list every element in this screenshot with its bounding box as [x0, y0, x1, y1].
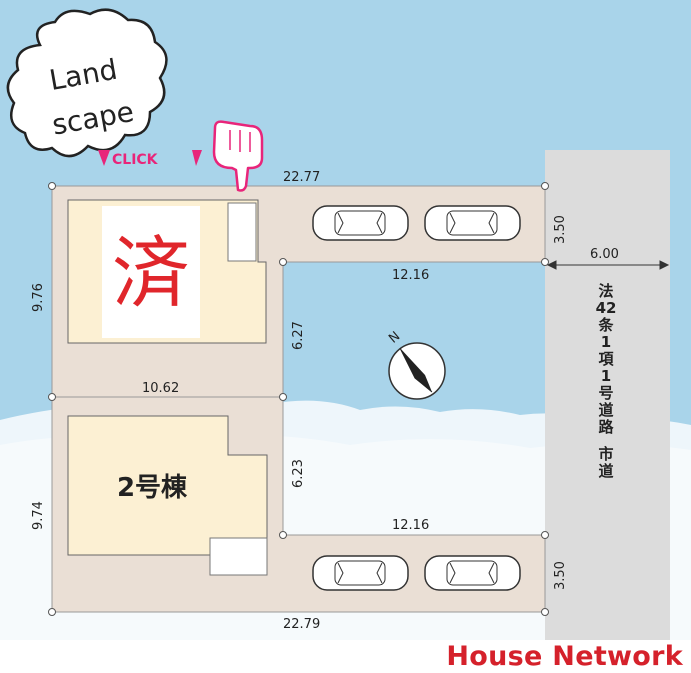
- road-label-char: 1: [601, 333, 611, 351]
- road-label-char: 項: [598, 350, 614, 368]
- car-icon: [424, 205, 521, 241]
- dim-lower-left-depth: 9.74: [31, 501, 46, 530]
- road-label-char: 市: [598, 445, 613, 463]
- click-label: CLICK: [112, 152, 159, 168]
- dim-bottom-width: 22.79: [283, 617, 320, 632]
- dim-upper-inner-width: 12.16: [392, 268, 429, 283]
- click-button[interactable]: CLICK: [98, 150, 202, 168]
- dim-road-width: 6.00: [590, 247, 619, 262]
- sold-mark: 済: [112, 229, 190, 319]
- dim-upper-left-depth: 9.76: [31, 283, 46, 312]
- pointing-hand-icon: [212, 120, 264, 192]
- dim-middle-width: 10.62: [142, 381, 179, 396]
- landscape-logo[interactable]: Land scape: [6, 8, 168, 158]
- road-label-char: 条: [597, 316, 614, 334]
- house-upper-porch: [227, 202, 257, 262]
- dim-lower-right-depth: 6.23: [291, 459, 306, 488]
- compass-icon: N: [386, 329, 446, 400]
- road: [545, 150, 670, 640]
- road-label-char: 道: [598, 462, 613, 480]
- car-icon: [312, 205, 409, 241]
- car-icon: [424, 555, 521, 591]
- click-left-mark: [98, 150, 110, 166]
- dim-top-width: 22.77: [283, 170, 320, 185]
- road-label-char: 42: [596, 299, 617, 317]
- road-label-char: 道: [598, 401, 613, 419]
- road-width-arrow: [546, 260, 670, 270]
- dim-lower-inner-width: 12.16: [392, 518, 429, 533]
- road-label-char: 法: [598, 282, 613, 300]
- corner-markers: [48, 182, 549, 616]
- road-label-char: 1: [601, 367, 611, 385]
- lot2-label: 2号棟: [117, 473, 188, 503]
- car-icon: [312, 555, 409, 591]
- house-lower-porch: [209, 537, 268, 576]
- road-label-char: 路: [598, 418, 614, 436]
- dim-upper-right-depth: 6.27: [291, 321, 306, 350]
- logo-cloud: [6, 8, 168, 158]
- road-label-char: 号: [598, 384, 613, 402]
- dim-drive-top-depth: 3.50: [553, 215, 568, 244]
- footer-brand: House Network: [446, 641, 683, 672]
- sold-panel: [102, 206, 200, 338]
- dim-drive-bottom-depth: 3.50: [553, 561, 568, 590]
- click-right-mark: [192, 150, 202, 166]
